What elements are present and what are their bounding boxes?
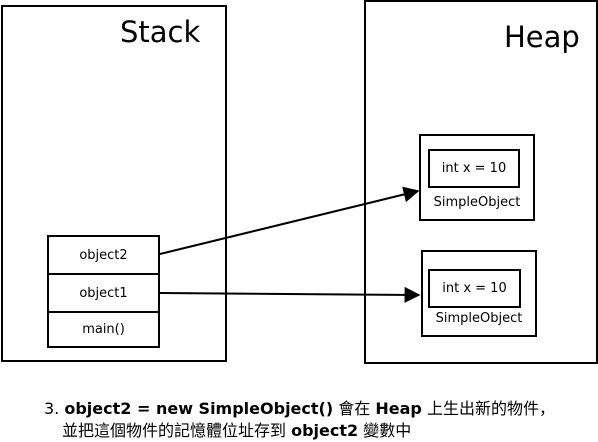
heap-object-field: int x = 10 — [428, 149, 520, 188]
heap-title: Heap — [504, 20, 580, 54]
caption-text: 變數中 — [358, 421, 412, 440]
heap-object-field: int x = 10 — [428, 269, 521, 308]
stack-frame-label: object1 — [79, 285, 128, 301]
heap-object-type: SimpleObject — [435, 310, 523, 326]
caption-line-2: 並把這個物件的記憶體位址存到 object2 變數中 — [44, 420, 555, 442]
stack-frame-main: main() — [47, 311, 160, 348]
field-label: int x = 10 — [441, 161, 507, 176]
caption-heap-word: Heap — [375, 399, 422, 418]
caption-code: object2 = new SimpleObject() — [64, 399, 334, 418]
caption-var: object2 — [291, 421, 359, 440]
caption-text: 會在 — [333, 399, 376, 418]
arrow-object2-to-heap — [159, 186, 420, 255]
stack-title: Stack — [120, 15, 201, 49]
heap-object-type: SimpleObject — [433, 194, 521, 210]
field-label: int x = 10 — [442, 281, 507, 296]
caption-number: 3. — [44, 399, 60, 418]
caption: 3. object2 = new SimpleObject() 會在 Heap … — [44, 398, 555, 442]
stack-frame-object1: object1 — [47, 273, 160, 313]
caption-line-1: 3. object2 = new SimpleObject() 會在 Heap … — [44, 398, 555, 420]
caption-text: 並把這個物件的記憶體位址存到 — [62, 421, 292, 440]
stack-frame-label: object2 — [79, 247, 128, 263]
stack-frame-label: main() — [82, 322, 125, 337]
caption-text: 上生出新的物件， — [421, 399, 555, 418]
arrow-object1-to-heap — [159, 286, 421, 303]
